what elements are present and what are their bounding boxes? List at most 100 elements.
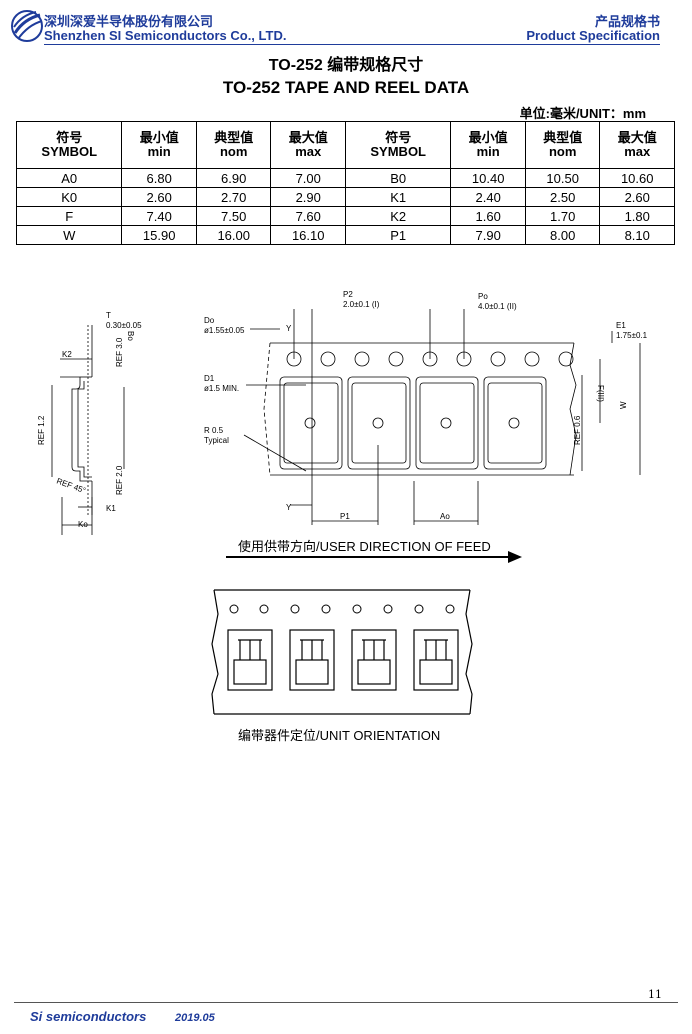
header-en: min	[476, 144, 500, 159]
table-cell: F	[15, 206, 123, 226]
p2-label: P2	[343, 290, 353, 299]
header-en: SYMBOL	[370, 144, 427, 159]
page-number: 11	[648, 988, 662, 1001]
ref45-label: REF 45°	[55, 476, 87, 495]
table-cell: 7.60	[270, 206, 346, 226]
company-name-en: Shenzhen SI Semiconductors Co., LTD.	[44, 28, 287, 43]
header-en: nom	[219, 144, 248, 159]
table-cell: 2.70	[195, 187, 272, 207]
unit-pockets	[227, 629, 459, 691]
y-label-bottom: Y	[286, 503, 292, 512]
e1-value: 1.75±0.1	[616, 331, 648, 340]
ref30-label: REF 3.0	[115, 337, 124, 367]
p0-value: 4.0±0.1 (II)	[478, 302, 517, 311]
d1-label: D1	[204, 374, 215, 383]
y-label-top: Y	[286, 324, 292, 333]
header-cn: 最小值	[139, 130, 179, 145]
table-cell: 2.90	[270, 187, 346, 207]
ref12-label: REF 1.2	[37, 415, 46, 445]
table-cell: 8.00	[524, 225, 601, 245]
r-label: R 0.5	[204, 426, 224, 435]
title-cn: TO-252 编带规格尺寸	[268, 57, 424, 74]
title-en: TO-252 TAPE AND REEL DATA	[222, 78, 470, 97]
feed-direction-label: 使用供带方向/USER DIRECTION OF FEED	[238, 539, 491, 554]
unit-label: 单位:毫米/UNIT：mm	[519, 106, 646, 121]
table-cell: 10.60	[599, 168, 675, 188]
company-logo	[10, 9, 44, 43]
d1-value: ø1.5 MIN.	[204, 384, 239, 393]
header-cn: 符号	[385, 130, 412, 145]
company-name-cn: 深圳深爱半导体股份有限公司	[44, 14, 214, 29]
table-cell: 1.60	[450, 206, 526, 226]
tape-drawing: T 0.30±0.05 K2 Bo REF 1.2 REF 3.0 REF 2.…	[37, 290, 648, 563]
table-cell: 2.50	[524, 187, 601, 207]
orientation-drawing	[211, 589, 473, 715]
a0-label: Ao	[440, 512, 450, 521]
table-cell: 7.90	[450, 225, 526, 245]
t-value: 0.30±0.05	[106, 321, 142, 330]
r-note: Typical	[204, 436, 229, 445]
header-en: max	[624, 144, 651, 159]
p2-value: 2.0±0.1 (I)	[343, 300, 380, 309]
table-cell: 15.90	[121, 225, 197, 245]
footer-date: 2019.05	[175, 1012, 215, 1024]
header-en: max	[295, 144, 322, 159]
d0-value: ø1.55±0.05	[204, 326, 245, 335]
d0-label: Do	[204, 316, 215, 325]
feed-arrow-icon	[508, 551, 522, 563]
ref20-label: REF 2.0	[115, 465, 124, 495]
header-cn: 典型值	[214, 130, 254, 145]
header-cn: 最小值	[468, 130, 508, 145]
header-en: nom	[548, 144, 577, 159]
header-divider	[44, 44, 660, 45]
header-cn: 符号	[56, 130, 83, 145]
k1-label: K1	[106, 504, 116, 513]
header-cn: 最大值	[617, 130, 657, 145]
table-cell: 10.40	[450, 168, 526, 188]
table-cell: 2.40	[450, 187, 526, 207]
p0-label: Po	[478, 292, 488, 301]
doc-type-en: Product Specification	[526, 28, 660, 43]
header-cn: 典型值	[543, 130, 583, 145]
k2-label: K2	[62, 350, 72, 359]
table-cell: 10.50	[524, 168, 601, 188]
table-cell: B0	[344, 168, 452, 188]
p1-label: P1	[340, 512, 350, 521]
table-cell: 7.00	[270, 168, 346, 188]
table-cell: 8.10	[599, 225, 675, 245]
table-cell: K0	[15, 187, 123, 207]
footer-divider	[14, 1002, 678, 1003]
e1-label: E1	[616, 321, 626, 330]
table-cell: 2.60	[121, 187, 197, 207]
w-label: W	[619, 401, 628, 409]
doc-type-cn: 产品规格书	[594, 14, 660, 29]
table-cell: 7.50	[195, 206, 272, 226]
table-cell: 1.70	[524, 206, 601, 226]
table-cell: K1	[344, 187, 452, 207]
t-label: T	[106, 311, 111, 320]
f-label: F(III)	[596, 385, 605, 402]
table-cell: P1	[344, 225, 452, 245]
footer-company: Si semiconductors	[30, 1009, 147, 1024]
table-cell: 6.90	[195, 168, 272, 188]
b0-label: Bo	[126, 331, 135, 341]
table-cell: 2.60	[599, 187, 675, 207]
table-cell: 1.80	[599, 206, 675, 226]
table-cell: A0	[15, 168, 123, 188]
header-en: min	[147, 144, 171, 159]
table-cell: 16.00	[195, 225, 272, 245]
table-cell: 6.80	[121, 168, 197, 188]
header-en: SYMBOL	[41, 144, 98, 159]
